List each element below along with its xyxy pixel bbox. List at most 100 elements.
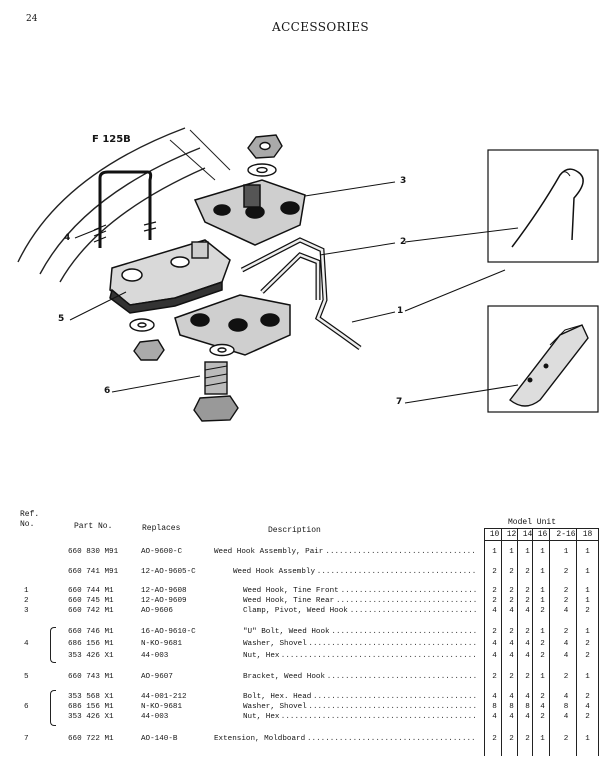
part-number: 353 568 X1 <box>68 693 114 701</box>
model-quantity: 1 <box>540 673 545 681</box>
header-replaces: Replaces <box>142 524 181 533</box>
model-quantity: 2 <box>509 735 514 743</box>
part-description: Weed Hook Assembly, Pair <box>214 548 324 556</box>
model-quantity: 4 <box>563 652 569 660</box>
replaces-number: 16-AO-9610-C <box>141 628 196 636</box>
model-quantity: 4 <box>509 607 514 615</box>
model-quantity: 2 <box>525 587 530 595</box>
model-quantity: 2 <box>525 597 530 605</box>
model-quantity: 2 <box>509 673 514 681</box>
callout-6: 6 <box>104 386 111 396</box>
model-quantity: 1 <box>540 548 545 556</box>
part-number: 660 742 M1 <box>68 607 114 615</box>
model-quantity: 2 <box>563 673 569 681</box>
part-description: Bracket, Weed Hook <box>243 673 326 681</box>
model-quantity: 2 <box>525 673 530 681</box>
model-quantity: 1 <box>540 735 545 743</box>
model-quantity: 2 <box>563 735 569 743</box>
ref-number: 7 <box>24 735 29 743</box>
callout-3: 3 <box>400 176 407 186</box>
model-quantity: 4 <box>509 693 514 701</box>
part-number: 686 156 M1 <box>68 703 114 711</box>
model-quantity: 4 <box>509 652 514 660</box>
model-column-header: 14 <box>522 530 533 539</box>
model-quantity: 1 <box>540 597 545 605</box>
model-quantity: 2 <box>563 568 569 576</box>
replaces-number: AO-9606 <box>141 607 173 615</box>
clamp-upper <box>193 179 306 246</box>
parts-exploded-view <box>17 127 599 422</box>
model-quantity: 2 <box>540 713 545 721</box>
dot-leader: ........................................… <box>325 548 477 556</box>
header-part-no: Part No. <box>74 522 113 531</box>
dot-leader: ........................................… <box>280 652 477 660</box>
model-column-divider <box>576 528 577 756</box>
model-quantity: 2 <box>585 640 590 648</box>
model-column-divider <box>549 528 550 756</box>
part-description: Extension, Moldboard <box>214 735 306 743</box>
part-number: 660 744 M1 <box>68 587 114 595</box>
u-bolt <box>93 170 157 248</box>
model-quantity: 4 <box>492 713 497 721</box>
model-quantity: 4 <box>563 693 569 701</box>
replaces-number: AO-9607 <box>141 673 173 681</box>
replaces-number: 44-003 <box>141 713 169 721</box>
model-header-rule-lower <box>484 540 598 541</box>
model-quantity: 8 <box>509 703 514 711</box>
dot-leader: ........................................… <box>316 568 477 576</box>
part-description: Nut, Hex <box>243 652 280 660</box>
model-quantity: 2 <box>509 568 514 576</box>
model-quantity: 1 <box>509 548 514 556</box>
model-quantity: 2 <box>540 693 545 701</box>
model-column-header: 18 <box>582 530 593 539</box>
model-quantity: 2 <box>509 597 514 605</box>
model-column-divider <box>501 528 502 756</box>
leader-lines <box>69 181 519 404</box>
model-quantity: 1 <box>540 568 545 576</box>
model-quantity: 2 <box>563 628 569 636</box>
model-quantity: 2 <box>525 568 530 576</box>
model-quantity: 1 <box>492 548 497 556</box>
part-description: Bolt, Hex. Head <box>243 693 312 701</box>
model-quantity: 4 <box>525 652 530 660</box>
model-quantity: 2 <box>585 713 590 721</box>
part-description: Nut, Hex <box>243 713 280 721</box>
header-ref-no: No. <box>20 520 35 529</box>
model-quantity: 4 <box>492 607 497 615</box>
figure-id: F 125B <box>92 134 131 145</box>
part-number: 660 741 M91 <box>68 568 119 576</box>
model-quantity: 4 <box>492 652 497 660</box>
model-column-header: 16 <box>537 530 548 539</box>
replaces-number: AO-9600-C <box>141 548 183 556</box>
dot-leader: ........................................… <box>349 607 477 615</box>
model-quantity: 4 <box>509 713 514 721</box>
dot-leader: ........................................… <box>313 693 477 701</box>
clamp-lower <box>174 294 291 356</box>
inset-weed-hook <box>487 149 599 263</box>
model-quantity: 4 <box>525 693 530 701</box>
model-quantity: 2 <box>563 597 569 605</box>
model-quantity: 2 <box>585 652 590 660</box>
part-description: "U" Bolt, Weed Hook <box>243 628 330 636</box>
model-quantity: 2 <box>492 587 497 595</box>
part-description: Weed Hook Assembly <box>233 568 316 576</box>
model-header-rule <box>484 528 598 529</box>
model-quantity: 2 <box>492 568 497 576</box>
model-column-divider <box>517 528 518 756</box>
callout-7: 7 <box>396 397 403 407</box>
part-number: 660 830 M91 <box>68 548 119 556</box>
model-quantity: 1 <box>525 548 530 556</box>
callout-1: 1 <box>397 306 404 316</box>
part-description: Washer, Shovel <box>243 640 307 648</box>
part-description: Clamp, Pivot, Weed Hook <box>243 607 348 615</box>
model-quantity: 4 <box>540 703 545 711</box>
model-quantity: 2 <box>585 693 590 701</box>
part-number: 353 426 X1 <box>68 652 114 660</box>
part-number: 353 426 X1 <box>68 713 114 721</box>
model-quantity: 2 <box>525 735 530 743</box>
model-quantity: 1 <box>585 673 590 681</box>
model-column-header: 2-16 <box>556 530 576 539</box>
model-quantity: 4 <box>525 607 530 615</box>
model-quantity: 2 <box>540 640 545 648</box>
hardware <box>129 134 283 422</box>
